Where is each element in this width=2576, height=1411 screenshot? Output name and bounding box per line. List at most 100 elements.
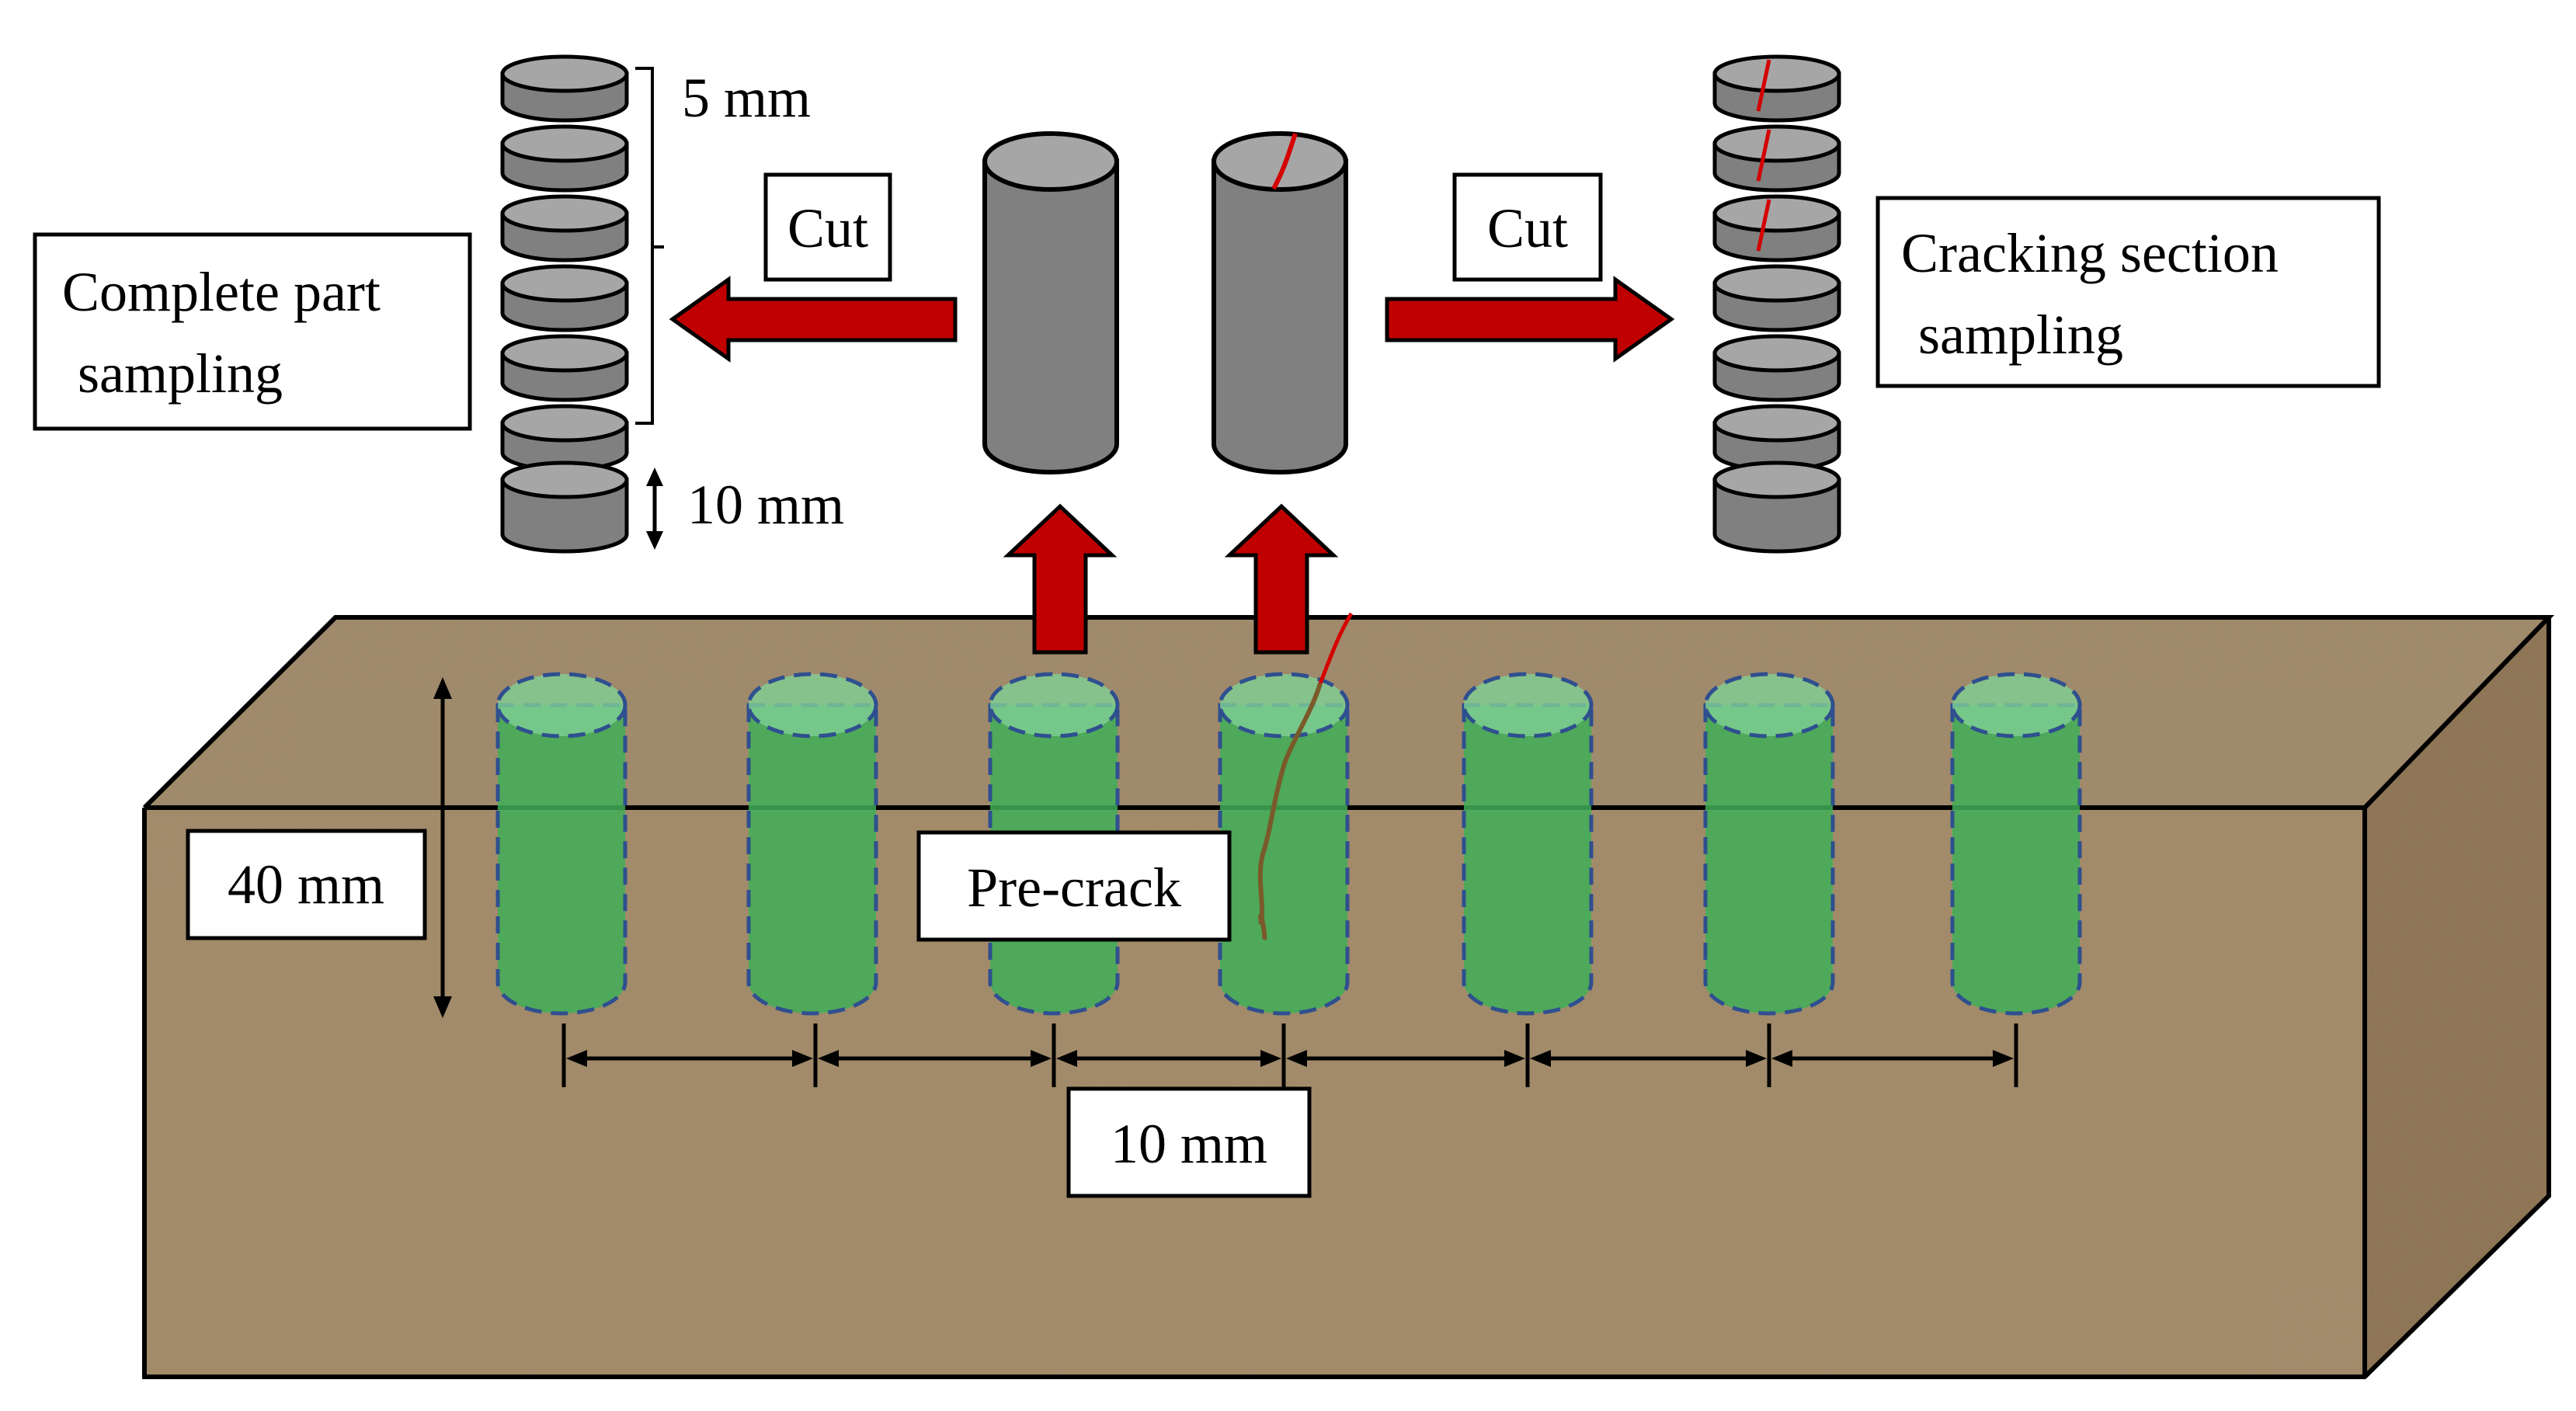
disc-top — [1712, 264, 1841, 303]
cut-label-box-right — [1452, 172, 1603, 282]
extract-arrows — [1003, 503, 1339, 655]
disc-thick — [500, 460, 629, 554]
disc-top — [500, 460, 629, 499]
disc-crack — [1756, 59, 1771, 112]
core-2 — [746, 672, 878, 1016]
disc-spacing-label: 5 mm — [682, 67, 811, 129]
core-6 — [1703, 672, 1835, 1016]
disc — [500, 264, 629, 332]
disc — [1712, 54, 1841, 123]
core-body — [1703, 703, 1835, 1016]
cracking-section-label-line2: sampling — [1918, 304, 2123, 366]
double-headed-arrow-icon — [1771, 1050, 2014, 1067]
up-arrow-left-icon — [1003, 503, 1118, 655]
disc-height-label: 10 mm — [687, 474, 844, 536]
core-7 — [1950, 672, 2082, 1016]
core-top — [746, 672, 878, 739]
cylinder-crack — [1271, 133, 1298, 190]
disc — [500, 334, 629, 402]
cut-label-right-group: Cut — [1452, 172, 1603, 282]
arrowhead-icon — [1993, 1050, 2014, 1067]
core-top — [1218, 672, 1350, 739]
arrowhead-icon — [1771, 1050, 1792, 1067]
disc — [1712, 264, 1841, 332]
arrowhead-icon — [1504, 1050, 1525, 1067]
disc — [1712, 194, 1841, 262]
depth-label-box — [186, 829, 427, 940]
cracking-section-label-line1: Cracking section — [1901, 222, 2279, 284]
arrowhead-icon — [433, 677, 452, 699]
arrowhead-icon — [1746, 1050, 1767, 1067]
cylinder-body — [982, 159, 1119, 474]
disc-top — [1712, 334, 1841, 373]
arrowhead-icon — [646, 531, 663, 550]
disc-top — [500, 334, 629, 373]
core-top — [1462, 672, 1594, 739]
disc-body — [500, 478, 629, 554]
disc — [1712, 404, 1841, 472]
core-top — [1703, 672, 1835, 739]
arrowhead-icon — [566, 1050, 587, 1067]
bracket-line — [635, 67, 664, 425]
extracted-core-cracked — [1212, 131, 1348, 474]
disc-top — [500, 264, 629, 303]
cracking-section-label-box — [1876, 196, 2381, 388]
cylinder-body — [1212, 159, 1348, 474]
disc-body — [1712, 478, 1841, 554]
complete-part-label-box — [33, 232, 472, 431]
cut-label-right: Cut — [1487, 197, 1568, 259]
depth-dimension: 40 mm — [186, 677, 452, 1018]
cut-label-left-group: Cut — [763, 172, 892, 282]
pre-crack-label-box — [916, 830, 1232, 942]
disc-top — [500, 404, 629, 443]
core-5 — [1462, 672, 1594, 1016]
left-arrow-icon — [669, 276, 958, 363]
pre-crack-line — [1257, 612, 1354, 940]
disc-height-dimension — [646, 467, 663, 550]
disc-stack-right — [1712, 54, 1841, 554]
arrowhead-icon — [646, 467, 663, 486]
disc-top — [1712, 194, 1841, 233]
double-headed-arrow-icon — [818, 1050, 1052, 1067]
disc-top — [1712, 54, 1841, 93]
core-body — [495, 703, 627, 1016]
right-arrow-icon — [1385, 276, 1675, 363]
disc-top — [1712, 124, 1841, 163]
core-body — [1950, 703, 2082, 1016]
spacing-label-box — [1066, 1086, 1312, 1198]
disc-top — [500, 124, 629, 163]
pre-crack-label-group: Pre-crack — [916, 830, 1232, 942]
double-headed-arrow-icon — [1286, 1050, 1525, 1067]
double-headed-arrow-icon — [1530, 1050, 1767, 1067]
disc-top — [1712, 460, 1841, 499]
cut-label-left: Cut — [787, 197, 868, 259]
disc-top — [500, 54, 629, 93]
disc-bracket — [635, 67, 664, 425]
core-body — [1218, 703, 1350, 1016]
extracted-core-intact — [982, 131, 1119, 474]
disc-stack-left — [500, 54, 629, 554]
core-top — [1950, 672, 2082, 739]
core-1 — [495, 672, 627, 1016]
core-top — [495, 672, 627, 739]
disc-thick — [1712, 460, 1841, 554]
spacing-label: 10 mm — [1111, 1113, 1267, 1175]
cut-arrows — [669, 276, 1675, 363]
depth-label: 40 mm — [228, 853, 384, 916]
arrowhead-icon — [792, 1050, 813, 1067]
arrowhead-icon — [1260, 1050, 1281, 1067]
disc-crack — [1756, 129, 1771, 182]
arrowhead-icon — [433, 996, 452, 1018]
core-group — [495, 672, 2082, 1016]
arrowhead-icon — [818, 1050, 839, 1067]
core-body — [746, 703, 878, 1016]
pre-crack-label: Pre-crack — [967, 857, 1181, 919]
arrowhead-icon — [1530, 1050, 1551, 1067]
disc-top — [1712, 404, 1841, 443]
cracking-section-label-group: Cracking section sampling — [1876, 196, 2381, 388]
complete-part-label-line1: Complete part — [62, 261, 381, 323]
arrowhead-icon — [1286, 1050, 1307, 1067]
arrowhead-icon — [1031, 1050, 1052, 1067]
